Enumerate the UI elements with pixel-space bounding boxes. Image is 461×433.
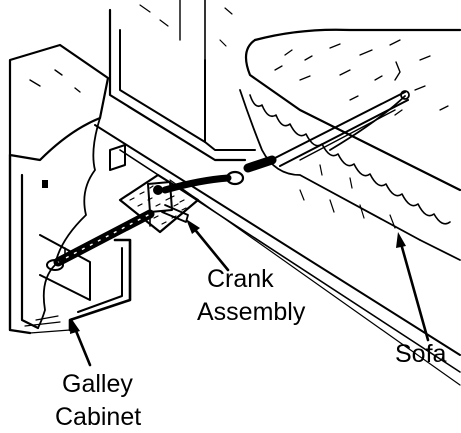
label-sofa: Sofa [395,340,447,368]
sofa [239,28,461,261]
leader-lines [70,219,430,367]
label-galley-line-1: Galley [62,370,133,398]
label-crank-line-1: Crank [207,265,274,293]
upper-wall-cabinet [108,0,256,162]
label-crank-line-2: Assembly [197,298,306,326]
crank-plate [118,173,200,234]
galley-cabinet [8,43,132,335]
cable-assembly [46,90,410,271]
label-galley-line-2: Cabinet [55,403,141,431]
